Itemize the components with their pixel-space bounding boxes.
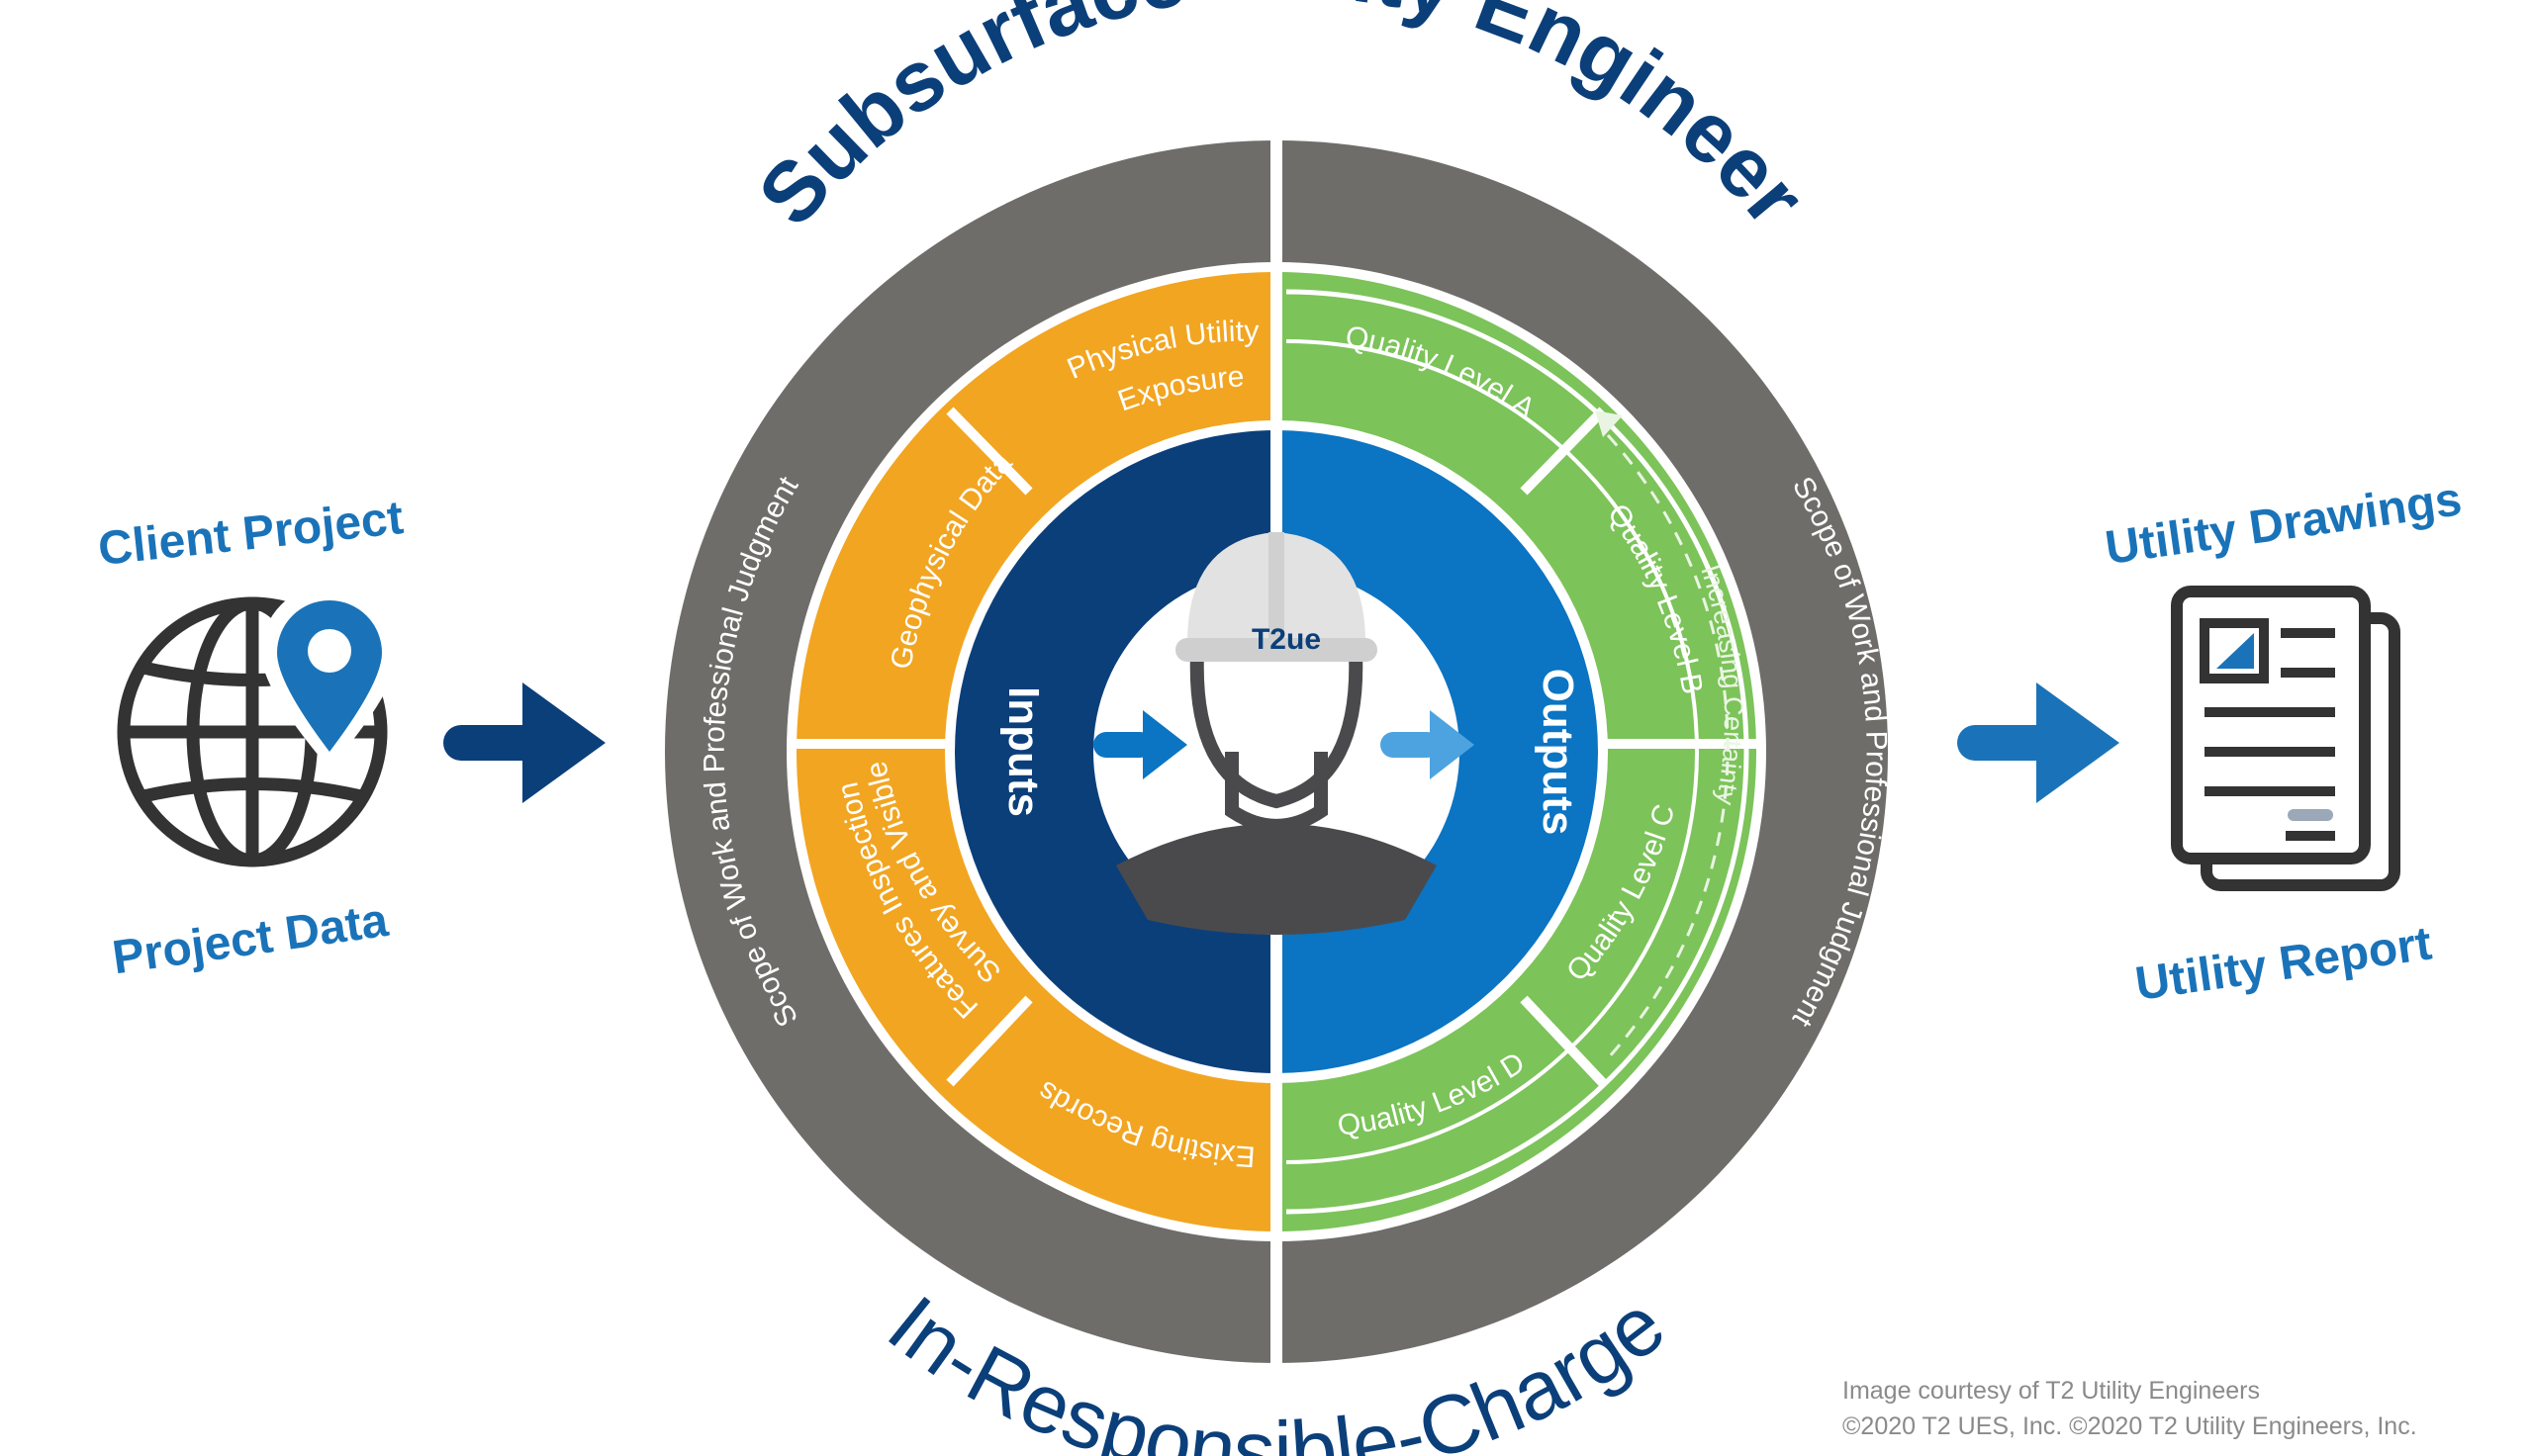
- center-divider: [1270, 129, 1282, 1385]
- inputs-dividers: [792, 407, 1033, 1087]
- certainty-arrowhead: [1595, 410, 1623, 437]
- copyright-notice: ©2020 T2 UES, Inc. ©2020 T2 Utility Engi…: [1842, 1412, 2417, 1440]
- outputs-label: Outputs: [1534, 669, 1582, 836]
- utility-report-label: Utility Report: [2132, 917, 2435, 1010]
- outputs-rim: [1285, 289, 1749, 1215]
- outputs-arrow-icon: [1380, 710, 1474, 779]
- image-credit: Image courtesy of T2 Utility Engineers: [1842, 1377, 2260, 1405]
- project-data-label: Project Data: [109, 894, 391, 985]
- left-flow-arrow-icon: [443, 682, 606, 803]
- inputs-arrow-icon: [1093, 710, 1187, 779]
- certainty-arrow: [1606, 433, 1730, 1060]
- documents-icon: [2171, 586, 2400, 891]
- hardhat-logo: T2ue: [1252, 623, 1321, 656]
- inputs-label: Inputs: [999, 686, 1048, 817]
- engineer-icon: [1116, 532, 1437, 935]
- location-pin-icon: [260, 585, 399, 770]
- right-flow-arrow-icon: [1957, 682, 2119, 803]
- client-project-label: Client Project: [96, 492, 406, 576]
- utility-drawings-label: Utility Drawings: [2103, 473, 2466, 575]
- outputs-inner-rim: [1285, 339, 1699, 1164]
